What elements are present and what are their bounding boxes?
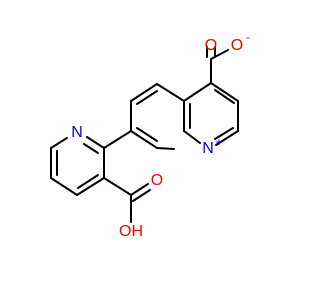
molecule-drawing: O O - N + N O OH bbox=[50, 30, 250, 240]
negative-charge-label: - bbox=[246, 30, 250, 44]
bond bbox=[86, 136, 105, 149]
bond bbox=[136, 127, 158, 142]
carboxylate-anion-oxygen-label: O bbox=[231, 37, 243, 54]
bond bbox=[210, 82, 239, 102]
bond bbox=[136, 90, 158, 105]
pyridine-nitrogen-label: N bbox=[71, 124, 83, 141]
bond bbox=[76, 177, 105, 196]
bond bbox=[215, 130, 239, 146]
atom-labels: O O - N + N O OH bbox=[71, 30, 250, 240]
bond bbox=[214, 89, 235, 104]
bond bbox=[156, 147, 175, 150]
bond bbox=[77, 174, 99, 189]
bond bbox=[130, 83, 158, 102]
structure-canvas: O O - N + N O OH bbox=[50, 30, 250, 240]
bond bbox=[130, 183, 149, 196]
positive-charge-label: + bbox=[215, 135, 222, 149]
bond bbox=[83, 143, 99, 154]
bond bbox=[183, 130, 201, 144]
bond-lines bbox=[50, 46, 239, 223]
quinolizinium-nitrogen-label: N bbox=[202, 140, 214, 157]
bond bbox=[50, 137, 68, 149]
bond bbox=[103, 177, 132, 196]
bond bbox=[130, 130, 158, 149]
bond bbox=[103, 130, 132, 149]
bond bbox=[210, 49, 229, 60]
bond bbox=[183, 82, 212, 102]
carboxylate-carbonyl-oxygen-label: O bbox=[205, 37, 217, 54]
acid-carbonyl-oxygen-label: O bbox=[151, 172, 163, 189]
bond bbox=[156, 83, 185, 102]
hydroxyl-label: OH bbox=[119, 223, 143, 240]
bond bbox=[214, 127, 234, 140]
bond bbox=[132, 189, 151, 202]
bond bbox=[50, 177, 78, 196]
